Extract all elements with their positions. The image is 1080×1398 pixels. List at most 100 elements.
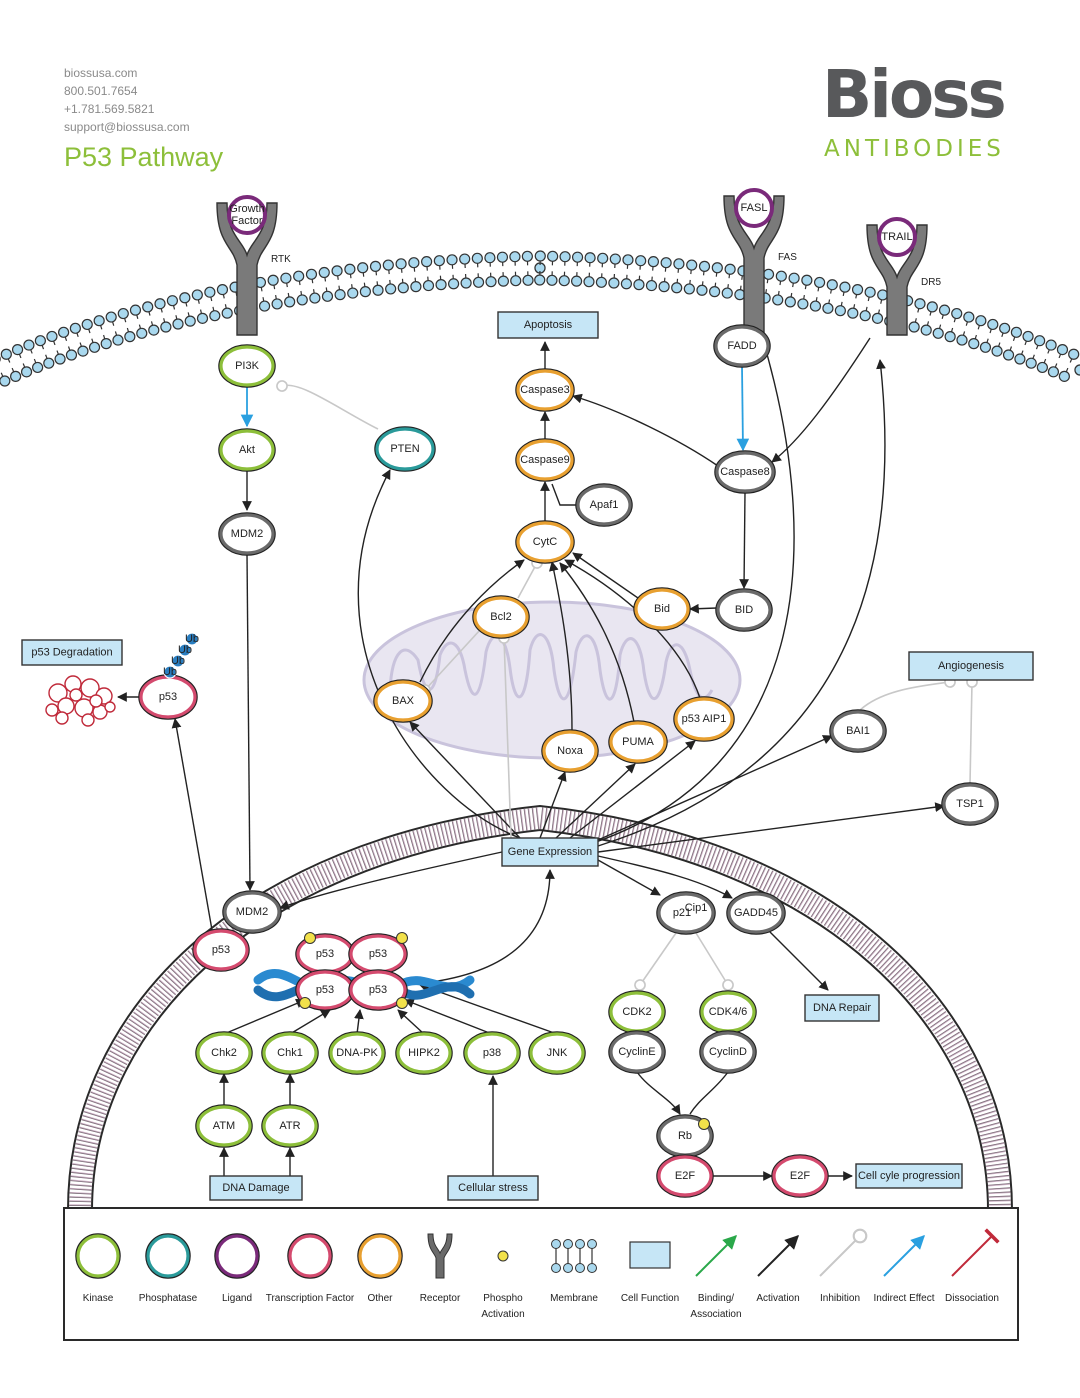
node-label: Caspase3 [520,384,570,396]
membrane-head [196,312,209,324]
node-e2f2[interactable]: E2F [771,1154,829,1198]
node-cycline[interactable]: CyclinE [608,1030,666,1074]
node-cytc[interactable]: CytC [515,520,575,564]
membrane-head [864,286,876,298]
membrane-head [460,277,472,289]
membrane-head [571,251,584,263]
membrane-head [1010,326,1023,338]
legend-label: Phosphatase [139,1293,198,1304]
ubiquitin-marker: Ub [171,654,185,668]
edge-bai1-angio [857,676,956,713]
node-casp3[interactable]: Caspase3 [515,368,575,412]
node-akt[interactable]: Akt [218,428,276,472]
node-mdm2a[interactable]: MDM2 [218,512,276,556]
ligand-rtk [227,195,267,235]
membrane-head [932,327,944,339]
node-p53t2[interactable]: p53 [348,933,408,975]
node-p53t4[interactable]: p53 [348,969,408,1011]
node-chk1[interactable]: Chk1 [261,1031,319,1075]
node-p53n[interactable]: p53 [192,928,250,972]
legend-label: Binding/ [698,1293,734,1304]
membrane-head [1022,330,1034,343]
membrane-head [105,311,117,323]
edge-gene-bai1 [597,735,833,841]
membrane-head [347,287,359,299]
node-casp8[interactable]: Caspase8 [714,450,776,494]
node-gadd45[interactable]: GADD45 [726,891,786,935]
membrane-head [154,298,166,310]
membrane-head [534,250,546,262]
node-dnapk[interactable]: DNA-PK [328,1031,386,1075]
membrane-head [975,315,987,327]
degradation-fragment [80,678,100,698]
node-bai1[interactable]: BAI1 [829,709,887,753]
degradation-fragment [45,703,59,717]
membrane-head [136,327,148,339]
node-jnk[interactable]: JNK [528,1031,586,1075]
node-ring [542,730,598,772]
node-apaf1[interactable]: Apaf1 [575,483,633,527]
node-p53deg[interactable]: p53 [138,674,198,720]
membrane-head [372,284,384,296]
node-ring [374,680,432,722]
node-atr[interactable]: ATR [261,1104,319,1148]
membrane-head [1047,366,1060,378]
node-ring [262,1105,318,1147]
box-cellstress: Cellular stress [447,1175,539,1201]
node-mdm2b[interactable]: MDM2 [222,890,282,934]
membrane-head [633,279,645,291]
edge-casp8-casp3 [572,393,719,467]
node-bid2[interactable]: BID [715,588,773,632]
node-label: Bcl2 [490,611,511,623]
node-bax[interactable]: BAX [373,679,433,723]
node-noxa[interactable]: Noxa [541,729,599,773]
contact-email[interactable]: support@biossusa.com [64,120,190,134]
membrane-head [172,318,184,330]
node-ring [657,1155,713,1197]
membrane-head [871,312,884,324]
legend-item-membrane: Membrane [550,1239,598,1304]
node-ring [219,513,275,555]
node-cdk2[interactable]: CDK2 [608,990,666,1034]
node-cyclind[interactable]: CyclinD [699,1030,757,1074]
node-label: CDK2 [622,1006,651,1018]
membrane-head [877,289,889,301]
node-p53t3[interactable]: p53 [295,969,355,1011]
logo-main-text: Bioss [822,56,1007,133]
legend-item-other: Other [357,1233,403,1304]
legend-label: Kinase [83,1293,114,1304]
node-pi3k[interactable]: PI3K [218,344,276,388]
pathway-edges [117,329,978,1181]
node-p53aip1[interactable]: p53 AIP1 [673,696,735,742]
membrane-head [93,315,105,327]
edge-hipk2-p53 [397,1009,425,1035]
node-fadd[interactable]: FADD [713,324,771,368]
membrane-head [32,361,44,374]
legend-label: Transcription Factor [266,1293,355,1304]
node-hipk2[interactable]: HIPK2 [395,1031,453,1075]
node-atm[interactable]: ATM [195,1104,253,1148]
contact-website[interactable]: biossusa.com [64,66,138,80]
membrane-head [645,279,658,292]
node-p38[interactable]: p38 [463,1031,521,1075]
node-e2f1[interactable]: E2F [656,1154,714,1198]
node-tsp1[interactable]: TSP1 [941,782,999,826]
node-bid[interactable]: Bid [633,587,691,631]
node-chk2[interactable]: Chk2 [195,1031,253,1075]
node-bcl2[interactable]: Bcl2 [472,595,530,639]
membrane-head [839,281,851,293]
node-puma[interactable]: PUMA [608,720,668,764]
membrane-head [410,281,422,293]
node-ring [830,710,886,752]
membrane-head [0,348,12,360]
membrane-head [321,290,334,302]
node-rb[interactable]: Rb [656,1114,714,1158]
membrane-head [721,287,733,299]
node-casp9[interactable]: Caspase9 [515,438,575,482]
node-pten[interactable]: PTEN [374,426,436,472]
node-cdk46[interactable]: CDK4/6 [699,990,757,1034]
edge-p38-p53 [404,998,493,1035]
node-ring [396,1032,452,1074]
